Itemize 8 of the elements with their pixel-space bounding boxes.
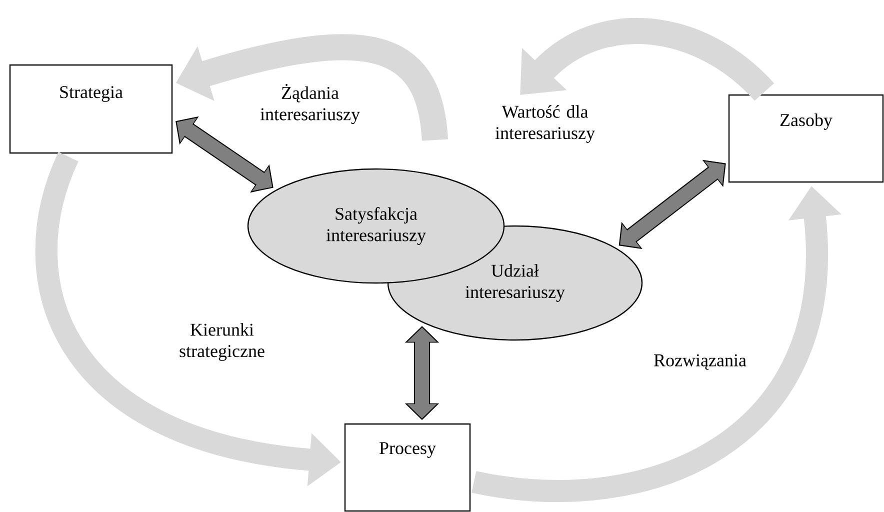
edge-label: Rozwiązania — [654, 354, 746, 370]
edge-label: Kierunki strategiczne — [180, 323, 264, 361]
block-arrow — [520, 18, 774, 102]
process-box: Strategia — [9, 64, 173, 154]
process-box: Procesy — [344, 423, 471, 512]
edge-label: Wartość dla interesariuszy — [495, 105, 595, 143]
process-box: Zasoby — [728, 94, 884, 183]
edge-label: Żądania interesariuszy — [260, 84, 360, 124]
